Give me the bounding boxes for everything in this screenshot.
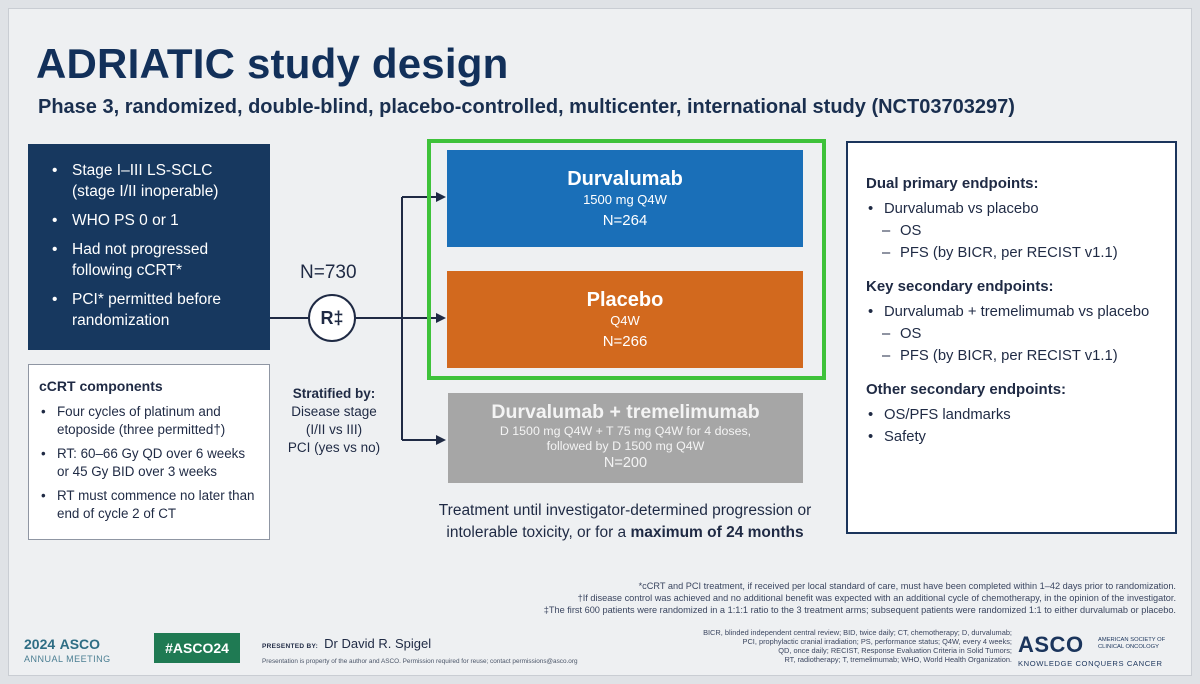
- endpoint-item: OS/PFS landmarks: [866, 404, 1165, 426]
- presented-by-label: PRESENTED BY:: [262, 643, 319, 650]
- abbreviation-line: PCI, prophylactic cranial irradiation; P…: [742, 637, 1012, 646]
- asco-tagline: KNOWLEDGE CONQUERS CANCER: [1018, 659, 1163, 668]
- meeting-year: 2024: [24, 636, 56, 652]
- endpoints-box: Dual primary endpoints: Durvalumab vs pl…: [846, 141, 1177, 534]
- hashtag-badge: #ASCO24: [154, 633, 240, 663]
- eligibility-item: WHO PS 0 or 1: [50, 210, 258, 231]
- arm-name: Durvalumab + tremelimumab: [491, 401, 760, 423]
- arm-dose: Q4W: [610, 313, 640, 328]
- arm-count: N=266: [602, 333, 648, 350]
- footnote: †If disease control was achieved and no …: [577, 593, 1176, 603]
- primary-endpoints-heading: Dual primary endpoints:: [866, 175, 1039, 192]
- footnote: ‡The first 600 patients were randomized …: [543, 605, 1176, 615]
- arm-dose: D 1500 mg Q4W + T 75 mg Q4W for 4 doses,: [499, 424, 752, 438]
- meeting-subtitle: ANNUAL MEETING: [24, 654, 111, 664]
- footnotes: *cCRT and PCI treatment, if received per…: [380, 580, 1176, 616]
- endpoint-subitem: OS: [866, 220, 1165, 242]
- stratification-line: Disease stage: [291, 404, 377, 419]
- treatment-line: intolerable toxicity, or for a: [446, 524, 631, 541]
- eligibility-item: Stage I–III LS-SCLC (stage I/II inoperab…: [50, 160, 258, 202]
- asco-logo: ASCO AMERICAN SOCIETY OF CLINICAL ONCOLO…: [1018, 632, 1165, 668]
- eligibility-item: Had not progressed following cCRT*: [50, 239, 258, 281]
- abbreviation-line: QD, once daily; RECIST, Response Evaluat…: [778, 646, 1012, 655]
- arm-name: Placebo: [586, 289, 664, 311]
- endpoint-item: Safety: [866, 426, 1165, 448]
- page-title: ADRIATIC study design: [36, 40, 509, 87]
- ccrt-components-box: cCRT components Four cycles of platinum …: [28, 364, 270, 540]
- treatment-duration: Treatment until investigator-determined …: [400, 500, 850, 544]
- ccrt-item: RT: 60–66 Gy QD over 6 weeks or 45 Gy BI…: [39, 445, 259, 481]
- key-secondary-endpoints-heading: Key secondary endpoints:: [866, 278, 1054, 295]
- asco-logo-subtext: AMERICAN SOCIETY OF CLINICAL ONCOLOGY: [1098, 637, 1166, 650]
- endpoint-item: Durvalumab vs placebo: [866, 198, 1165, 220]
- disclaimer: Presentation is property of the author a…: [262, 658, 578, 665]
- arm-count: N=200: [603, 455, 648, 471]
- stratification-heading: Stratified by:: [292, 386, 376, 401]
- stratification: Stratified by: Disease stage (I/II vs II…: [276, 385, 392, 457]
- meeting-logo: 2024 ASCO ANNUAL MEETING: [24, 636, 111, 664]
- presenter: PRESENTED BY: Dr David R. Spigel: [262, 636, 431, 651]
- other-secondary-endpoints-heading: Other secondary endpoints:: [866, 381, 1067, 398]
- abbreviation-line: BICR, blinded independent central review…: [703, 628, 1012, 637]
- stratification-line: (I/II vs III): [305, 422, 363, 437]
- meeting-org: ASCO: [59, 636, 101, 652]
- endpoint-subitem: PFS (by BICR, per RECIST v1.1): [866, 242, 1165, 264]
- treatment-max-duration: maximum of 24 months: [630, 524, 804, 541]
- treatment-line: Treatment until investigator-determined …: [438, 502, 812, 519]
- ccrt-item: RT must commence no later than end of cy…: [39, 487, 259, 523]
- footnote: *cCRT and PCI treatment, if received per…: [638, 581, 1176, 591]
- arm-name: Durvalumab: [567, 168, 683, 190]
- endpoint-item: Durvalumab + tremelimumab vs placebo: [866, 301, 1165, 323]
- asco-logo-text: ASCO: [1018, 632, 1084, 657]
- arm-placebo: Placebo Q4W N=266: [447, 271, 803, 368]
- arm-durvalumab-tremelimumab: Durvalumab + tremelimumab D 1500 mg Q4W …: [448, 393, 803, 483]
- eligibility-item: PCI* permitted before randomization: [50, 289, 258, 331]
- presenter-name: Dr David R. Spigel: [324, 636, 432, 651]
- stratification-line: PCI (yes vs no): [287, 440, 381, 455]
- arm-durvalumab: Durvalumab 1500 mg Q4W N=264: [447, 150, 803, 247]
- arm-count: N=264: [602, 212, 648, 229]
- abbreviations: BICR, blinded independent central review…: [620, 628, 1012, 664]
- endpoint-subitem: PFS (by BICR, per RECIST v1.1): [866, 345, 1165, 367]
- arrowhead-durvalumab: [436, 192, 446, 202]
- arrowhead-combo: [436, 435, 446, 445]
- arm-dose: followed by D 1500 mg Q4W: [546, 439, 705, 453]
- highlight-frame: [427, 139, 826, 380]
- eligibility-box: Stage I–III LS-SCLC (stage I/II inoperab…: [28, 144, 270, 350]
- endpoint-subitem: OS: [866, 323, 1165, 345]
- randomization-circle: R‡: [308, 294, 356, 342]
- total-enrollment: N=730: [300, 262, 357, 283]
- ccrt-heading: cCRT components: [39, 378, 163, 394]
- arm-dose: 1500 mg Q4W: [583, 192, 667, 207]
- abbreviation-line: RT, radiotherapy; T, tremelimumab; WHO, …: [784, 655, 1012, 664]
- ccrt-item: Four cycles of platinum and etoposide (t…: [39, 403, 259, 439]
- arrowhead-placebo: [436, 313, 446, 323]
- page-subtitle: Phase 3, randomized, double-blind, place…: [38, 96, 1015, 118]
